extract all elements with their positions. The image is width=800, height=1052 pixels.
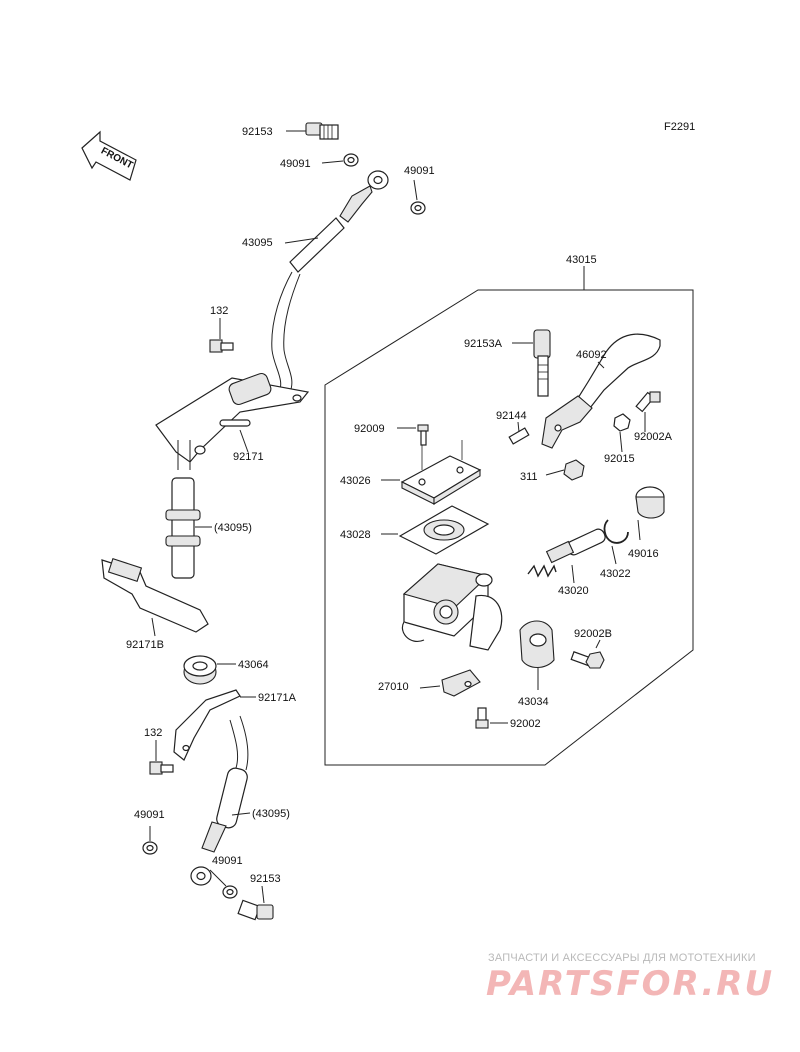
clamp-43034 xyxy=(519,620,555,669)
nut-92015 xyxy=(613,413,631,432)
label-92002B: 92002B xyxy=(574,628,612,640)
screw-92009 xyxy=(417,424,429,446)
label-43022: 43022 xyxy=(600,568,631,580)
figure-code: F2291 xyxy=(664,121,695,133)
brake-hose-43095-top xyxy=(271,170,389,396)
bolt-92153-top xyxy=(305,122,339,140)
label-43015: 43015 xyxy=(566,254,597,266)
label-43064: 43064 xyxy=(238,659,269,671)
grommet-43064 xyxy=(183,655,217,685)
label-43095-mid: (43095) xyxy=(214,522,252,534)
bolt-92002A xyxy=(635,391,661,413)
bolt-92153A xyxy=(533,329,551,397)
label-92171: 92171 xyxy=(233,451,264,463)
diaphragm-43028 xyxy=(398,505,490,555)
brake-lever-46092 xyxy=(541,333,661,449)
label-92002A: 92002A xyxy=(634,431,673,443)
bolt-132-top xyxy=(209,339,234,353)
reservoir-cap-43026 xyxy=(400,455,482,505)
front-arrow-icon: FRONT xyxy=(81,130,137,181)
label-92171B: 92171B xyxy=(126,639,164,651)
master-cylinder-body xyxy=(401,563,503,651)
label-92171A: 92171A xyxy=(258,692,297,704)
label-27010: 27010 xyxy=(378,681,409,693)
label-43034: 43034 xyxy=(518,696,549,708)
bolt-132-bottom xyxy=(149,761,174,775)
bracket-92171 xyxy=(155,372,310,463)
label-43020: 43020 xyxy=(558,585,589,597)
label-49091-bottom-left: 49091 xyxy=(134,809,165,821)
piston-kit-43020 xyxy=(527,528,606,578)
boot-49016 xyxy=(635,486,665,519)
label-311: 311 xyxy=(520,471,538,483)
label-49091-top-right: 49091 xyxy=(404,165,435,177)
label-92144: 92144 xyxy=(496,410,527,422)
label-49016: 49016 xyxy=(628,548,659,560)
label-132-bottom: 132 xyxy=(144,727,162,739)
brake-switch-27010 xyxy=(441,669,481,697)
label-43028: 43028 xyxy=(340,529,371,541)
watermark-brand: PARTSFOR.RU xyxy=(486,964,775,1004)
label-132-top: 132 xyxy=(210,305,228,317)
brake-hose-43095-mid xyxy=(165,440,201,579)
brake-hose-43095-bottom xyxy=(201,715,249,853)
bolt-92002B xyxy=(570,651,605,669)
label-43095-top: 43095 xyxy=(242,237,273,249)
circlip-43022 xyxy=(603,519,629,544)
label-92153-bottom: 92153 xyxy=(250,873,281,885)
bracket-92171A xyxy=(173,689,241,761)
label-92153-top: 92153 xyxy=(242,126,273,138)
assembly-frame xyxy=(324,289,694,766)
clamp-92171B xyxy=(101,558,209,633)
label-92153A: 92153A xyxy=(464,338,503,350)
label-43026: 43026 xyxy=(340,475,371,487)
label-49091-top-left: 49091 xyxy=(280,158,311,170)
watermark-subtitle: ЗАПЧАСТИ И АКСЕССУАРЫ ДЛЯ МОТОТЕХНИКИ xyxy=(488,952,756,964)
label-92002: 92002 xyxy=(510,718,541,730)
label-43095-bottom: (43095) xyxy=(252,808,290,820)
label-92015: 92015 xyxy=(604,453,635,465)
nut-311 xyxy=(563,459,585,481)
spring-92144 xyxy=(508,427,530,445)
label-49091-bottom-mid: 49091 xyxy=(212,855,243,867)
screw-92002 xyxy=(475,707,489,729)
label-92009: 92009 xyxy=(354,423,385,435)
bolt-92153-bottom xyxy=(237,899,274,921)
label-46092: 46092 xyxy=(576,349,607,361)
